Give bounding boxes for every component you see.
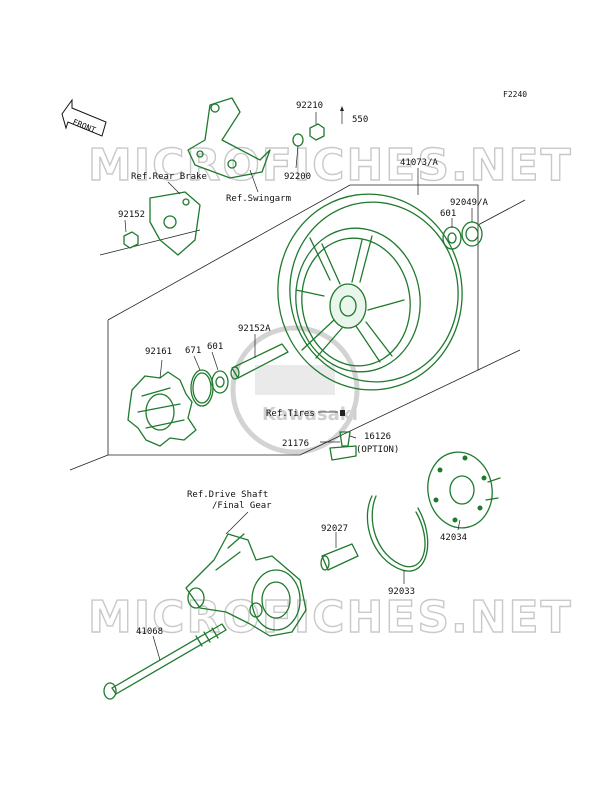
collar-92152a-part (230, 343, 289, 380)
label-ref-drive-shaft: Ref.Drive Shaft (187, 490, 268, 500)
caliper-bracket-part (123, 191, 201, 256)
snap-ring-92033-part (366, 495, 429, 572)
axle-41068-part (103, 623, 227, 700)
assembly-frame (69, 184, 526, 471)
arrow-550-icon (340, 106, 344, 124)
final-gear-case-part (185, 533, 307, 637)
collar-92027-part (320, 543, 359, 571)
front-arrow-icon: FRONT (61, 98, 107, 137)
seal-92049a-part (461, 221, 483, 247)
kawasaki-logo-watermark: Kawasaki (230, 325, 360, 455)
label-92200: 92200 (284, 172, 311, 182)
label-92049a: 92049/A (450, 198, 489, 208)
label-ref-swingarm: Ref.Swingarm (226, 194, 291, 204)
label-601-right: 601 (440, 209, 456, 219)
label-21176: 21176 (282, 439, 309, 449)
label-ref-tires: Ref.Tires (266, 409, 315, 419)
label-final-gear: /Final Gear (212, 501, 272, 511)
damper-92161-part (127, 371, 197, 447)
watermark-top: MICROFICHES.NET (88, 140, 573, 191)
label-92210: 92210 (296, 101, 323, 111)
tire-valve-part (329, 410, 357, 461)
o-ring-671-part (190, 369, 214, 407)
label-92152: 92152 (118, 210, 145, 220)
brake-torque-link-part (187, 97, 271, 179)
label-92033: 92033 (388, 587, 415, 597)
label-ref-rear-brake: Ref.Rear Brake (131, 172, 207, 182)
label-671: 671 (185, 346, 201, 356)
figure-code: F2240 (503, 90, 527, 99)
label-42034: 42034 (440, 533, 467, 543)
label-601-left: 601 (207, 342, 223, 352)
label-16126: 16126 (364, 432, 391, 442)
label-92027: 92027 (321, 524, 348, 534)
leader-lines (124, 112, 473, 661)
bearing-601-left-part (211, 370, 229, 394)
watermark-bottom: MICROFICHES.NET (88, 592, 573, 643)
label-92152a: 92152A (238, 324, 271, 334)
label-92161: 92161 (145, 347, 172, 357)
kawasaki-logo-text: Kawasaki (262, 404, 358, 425)
label-41068: 41068 (136, 627, 163, 637)
label-41073a: 41073/A (400, 158, 439, 168)
rear-wheel-part (277, 193, 463, 391)
hub-flange-42034-part (427, 451, 501, 529)
label-550: 550 (352, 115, 368, 125)
label-option: (OPTION) (356, 445, 399, 455)
